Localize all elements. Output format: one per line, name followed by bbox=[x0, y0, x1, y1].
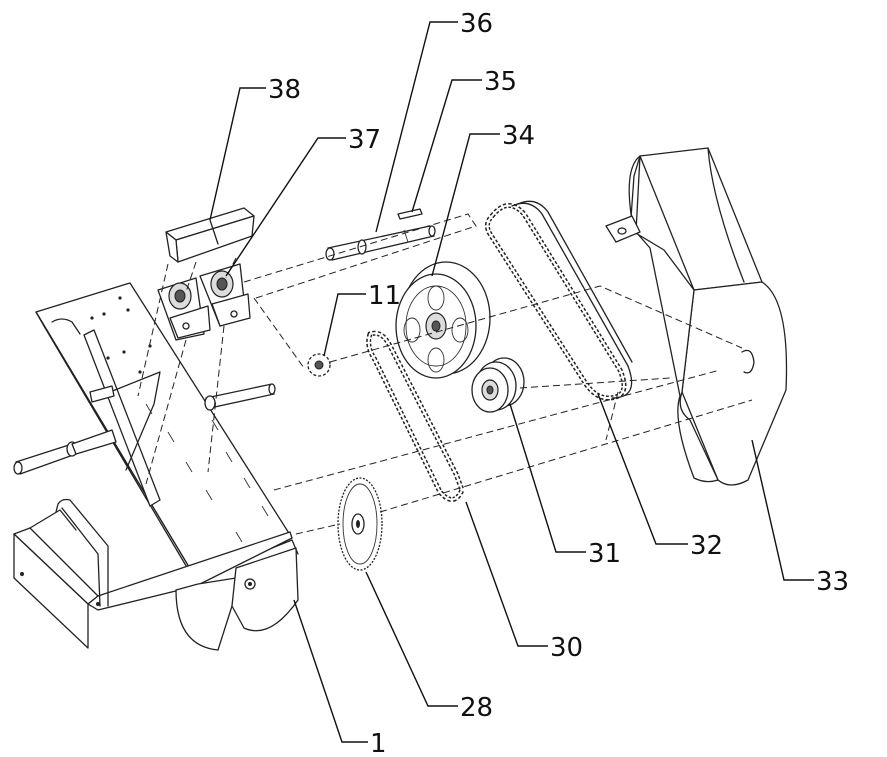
part-31-small-pulley bbox=[471, 357, 525, 413]
part-36-shaft bbox=[325, 225, 436, 261]
part-28-large-sprocket bbox=[337, 477, 383, 571]
callout-34: 34 bbox=[502, 121, 535, 151]
callout-28: 28 bbox=[460, 693, 493, 723]
callout-33: 33 bbox=[816, 567, 849, 597]
part-33-guard-cover bbox=[605, 147, 788, 486]
callout-30: 30 bbox=[550, 633, 583, 663]
part-38-cover-block bbox=[165, 207, 255, 263]
callout-36: 36 bbox=[460, 9, 493, 39]
part-35-key bbox=[397, 208, 423, 220]
leader-lines bbox=[209, 21, 814, 743]
part-32-v-belts bbox=[484, 200, 633, 401]
part-1-frame bbox=[13, 282, 299, 651]
callout-37: 37 bbox=[348, 125, 381, 155]
part-30-roller-chain bbox=[366, 330, 465, 502]
part-34-large-pulley bbox=[395, 261, 491, 379]
callout-1: 1 bbox=[370, 729, 387, 757]
callout-11: 11 bbox=[368, 281, 401, 311]
assembly-centerlines bbox=[137, 213, 753, 535]
part-11-small-sprocket bbox=[307, 353, 331, 377]
callout-labels: 36 35 38 37 34 11 31 32 33 30 28 1 bbox=[268, 9, 849, 757]
part-37-bearings bbox=[157, 263, 251, 341]
callout-32: 32 bbox=[690, 531, 723, 561]
callout-38: 38 bbox=[268, 75, 301, 105]
callout-35: 35 bbox=[484, 67, 517, 97]
callout-31: 31 bbox=[588, 539, 621, 569]
